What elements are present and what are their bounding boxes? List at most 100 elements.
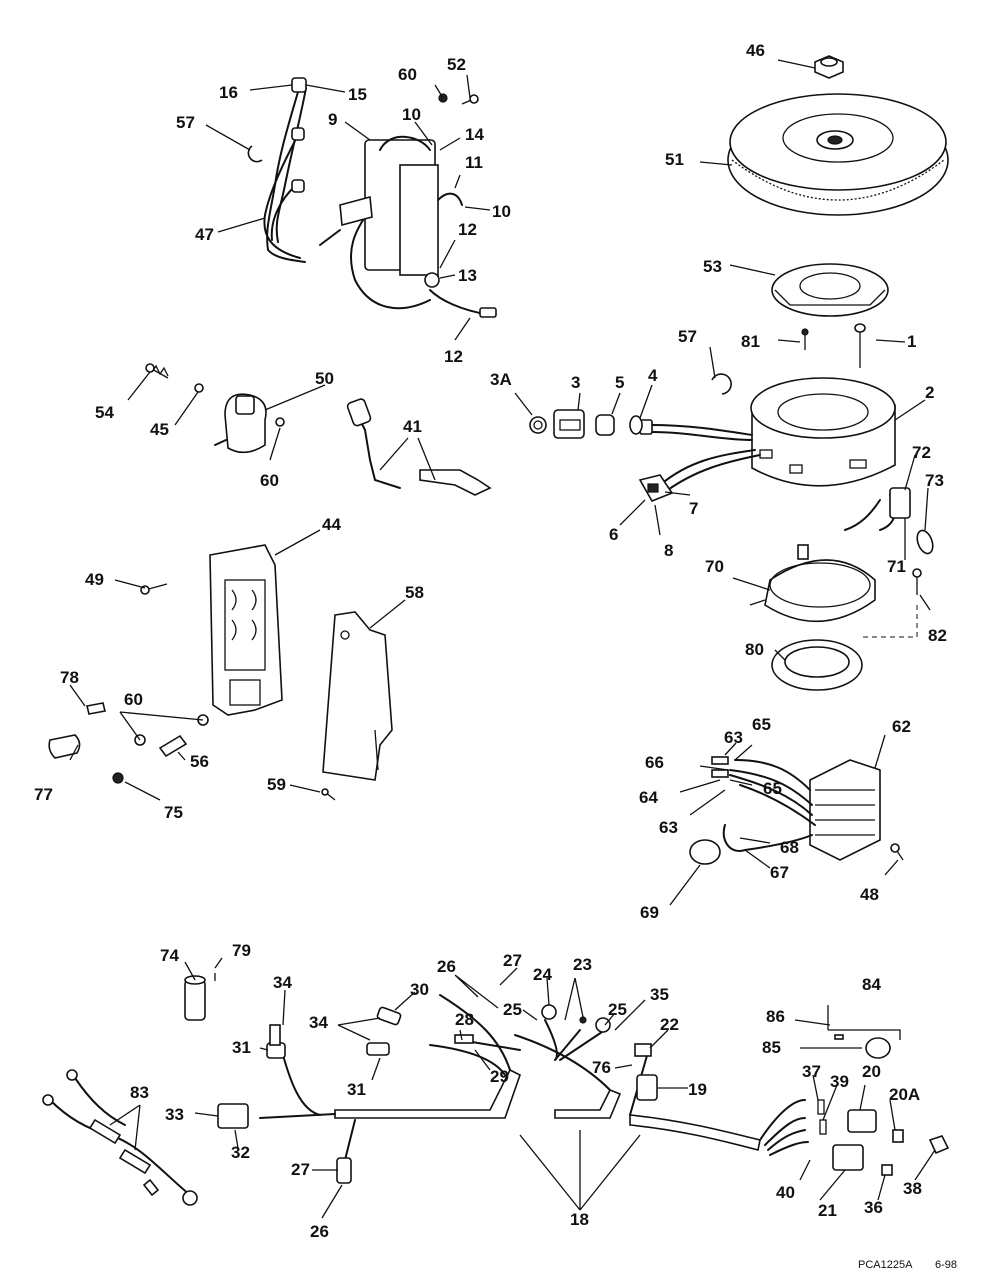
callout-13: 13 <box>458 266 477 285</box>
callout-57: 57 <box>176 113 195 132</box>
ignition-coil-pack <box>319 135 497 318</box>
callout-70: 70 <box>705 557 724 576</box>
callout-40: 40 <box>776 1183 795 1202</box>
callout-68: 68 <box>780 838 799 857</box>
callout-46: 46 <box>746 41 765 60</box>
callout-18: 18 <box>570 1210 589 1229</box>
callout-83: 83 <box>130 1083 149 1102</box>
callout-86: 86 <box>766 1007 785 1026</box>
screws-right <box>801 323 866 368</box>
callout-82: 82 <box>928 626 947 645</box>
callout-35: 35 <box>650 985 669 1004</box>
trigger-ring <box>771 639 863 691</box>
callout-74: 74 <box>160 946 179 965</box>
stator <box>750 377 896 487</box>
callout-49: 49 <box>85 570 104 589</box>
callout-37: 37 <box>802 1062 821 1081</box>
callout-16: 16 <box>219 83 238 102</box>
callout-63: 63 <box>724 728 743 747</box>
callout-65: 65 <box>763 779 782 798</box>
callout-8: 8 <box>664 541 673 560</box>
callout-26: 26 <box>437 957 456 976</box>
callout-50: 50 <box>315 369 334 388</box>
callout-29: 29 <box>490 1067 509 1086</box>
ignition-coil <box>214 393 267 454</box>
callout-75: 75 <box>164 803 183 822</box>
callout-7: 7 <box>689 499 698 518</box>
callout-84: 84 <box>862 975 881 994</box>
timer-ring <box>749 544 876 623</box>
callout-26: 26 <box>310 1222 329 1241</box>
callout-9: 9 <box>328 110 337 129</box>
flywheel-nut <box>814 55 844 79</box>
callout-25: 25 <box>608 1000 627 1019</box>
figure-date: 6-98 <box>935 1259 957 1271</box>
callout-78: 78 <box>60 668 79 687</box>
leader-lines <box>69 59 936 1219</box>
callout-25: 25 <box>503 1000 522 1019</box>
callout-77: 77 <box>34 785 53 804</box>
callout-73: 73 <box>925 471 944 490</box>
main-harness <box>259 994 809 1161</box>
callout-79: 79 <box>232 941 251 960</box>
callout-22: 22 <box>660 1015 679 1034</box>
callout-24: 24 <box>533 965 552 984</box>
fuse-holder <box>184 973 216 1021</box>
callout-36: 36 <box>864 1198 883 1217</box>
screw-59 <box>321 788 336 801</box>
spark-plug-lead-harness <box>263 77 307 263</box>
callout-10: 10 <box>402 105 421 124</box>
callout-45: 45 <box>150 420 169 439</box>
screw-82 <box>912 568 922 595</box>
callout-53: 53 <box>703 257 722 276</box>
callout-12: 12 <box>444 347 463 366</box>
figure-code: PCA1225A <box>858 1259 913 1271</box>
callout-31: 31 <box>232 1038 251 1057</box>
spark-plug-boots <box>346 398 492 496</box>
callout-27: 27 <box>503 951 522 970</box>
callout-71: 71 <box>887 557 906 576</box>
callout-19: 19 <box>688 1080 707 1099</box>
callout-80: 80 <box>745 640 764 659</box>
power-pack-bracket <box>209 544 283 716</box>
small-parts-left <box>48 702 209 784</box>
callout-65: 65 <box>752 715 771 734</box>
callout-48: 48 <box>860 885 879 904</box>
callout-47: 47 <box>195 225 214 244</box>
callout-64: 64 <box>639 788 658 807</box>
callout-66: 66 <box>645 753 664 772</box>
callout-60: 60 <box>124 690 143 709</box>
callout-69: 69 <box>640 903 659 922</box>
flywheel <box>727 93 949 216</box>
callout-14: 14 <box>465 125 484 144</box>
callout-85: 85 <box>762 1038 781 1057</box>
wiring-lead-83 <box>42 1069 198 1206</box>
callout-20: 20 <box>862 1062 881 1081</box>
callout-30: 30 <box>410 980 429 999</box>
callout-60: 60 <box>398 65 417 84</box>
callout-3a: 3A <box>490 370 512 389</box>
callout-52: 52 <box>447 55 466 74</box>
pack-cover <box>322 611 393 781</box>
callout-67: 67 <box>770 863 789 882</box>
callout-63: 63 <box>659 818 678 837</box>
callout-38: 38 <box>903 1179 922 1198</box>
small-hardware-top <box>438 93 479 105</box>
stator-connector <box>529 409 643 439</box>
callout-44: 44 <box>322 515 341 534</box>
callout-72: 72 <box>912 443 931 462</box>
washer-60 <box>275 417 285 427</box>
callout-21: 21 <box>818 1201 837 1220</box>
dashed-leader-82 <box>860 605 918 638</box>
callout-3: 3 <box>571 373 580 392</box>
callout-11: 11 <box>465 153 483 172</box>
sensor-harness <box>844 487 934 555</box>
washer-45 <box>194 383 204 393</box>
callout-56: 56 <box>190 752 209 771</box>
callout-59: 59 <box>267 775 286 794</box>
callout-5: 5 <box>615 373 624 392</box>
rectifier <box>689 756 881 865</box>
retainer-clip <box>247 145 263 163</box>
callout-6: 6 <box>609 525 618 544</box>
